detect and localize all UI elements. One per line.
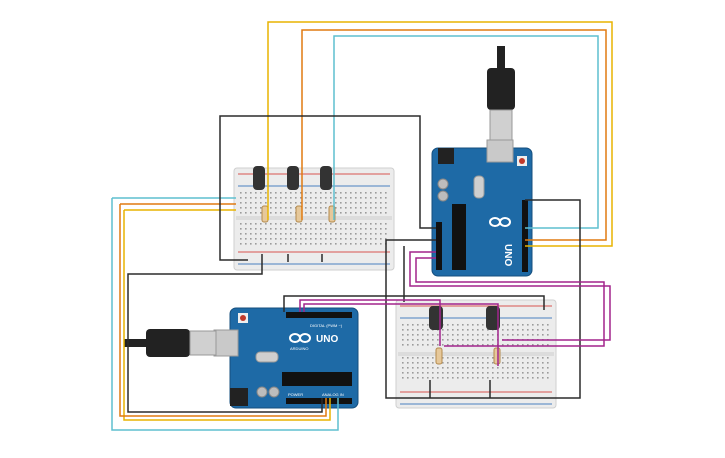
analog-label: ANALOG IN (322, 392, 344, 397)
wire-black (127, 254, 323, 413)
wire-black (219, 115, 436, 261)
wire-orange (301, 29, 607, 241)
wire-purple (415, 257, 605, 347)
board-brand: ARDUINO (290, 346, 308, 351)
breadboard-bottom-right[interactable] (395, 299, 557, 409)
arduino-top[interactable]: UNO (431, 139, 533, 277)
wire-purple (303, 303, 499, 366)
wire-black (429, 380, 491, 398)
board-name: UNO (502, 244, 513, 266)
wires[interactable] (111, 21, 613, 431)
photoresistor-icon[interactable] (253, 166, 332, 190)
wire-black (385, 199, 581, 399)
wire-black (287, 254, 323, 262)
digital-label: DIGITAL (PWM ~) (310, 323, 343, 328)
wire-yellow (123, 210, 331, 421)
wire-purple (409, 251, 611, 341)
usb-plug-icon[interactable] (487, 46, 515, 141)
power-label: POWER (288, 392, 303, 397)
reset-button-icon[interactable] (240, 315, 246, 321)
board-name: UNO (316, 334, 338, 345)
arduino-infinity-icon (289, 333, 311, 343)
usb-plug-icon[interactable] (124, 329, 217, 357)
wire-purple (299, 299, 441, 346)
wire-black (283, 295, 545, 312)
wire-cyan (111, 197, 339, 431)
breadboard-top-left[interactable] (233, 167, 395, 271)
arduino-infinity-icon (489, 217, 511, 227)
wire-orange (119, 204, 327, 417)
breadboard-holes (240, 192, 387, 245)
wire-cyan (333, 35, 599, 229)
wire-yellow (267, 21, 613, 247)
reset-button-icon[interactable] (519, 158, 525, 164)
arduino-bottom[interactable]: DIGITAL (PWM ~) POWER ANALOG IN UNO ARDU… (213, 307, 359, 409)
